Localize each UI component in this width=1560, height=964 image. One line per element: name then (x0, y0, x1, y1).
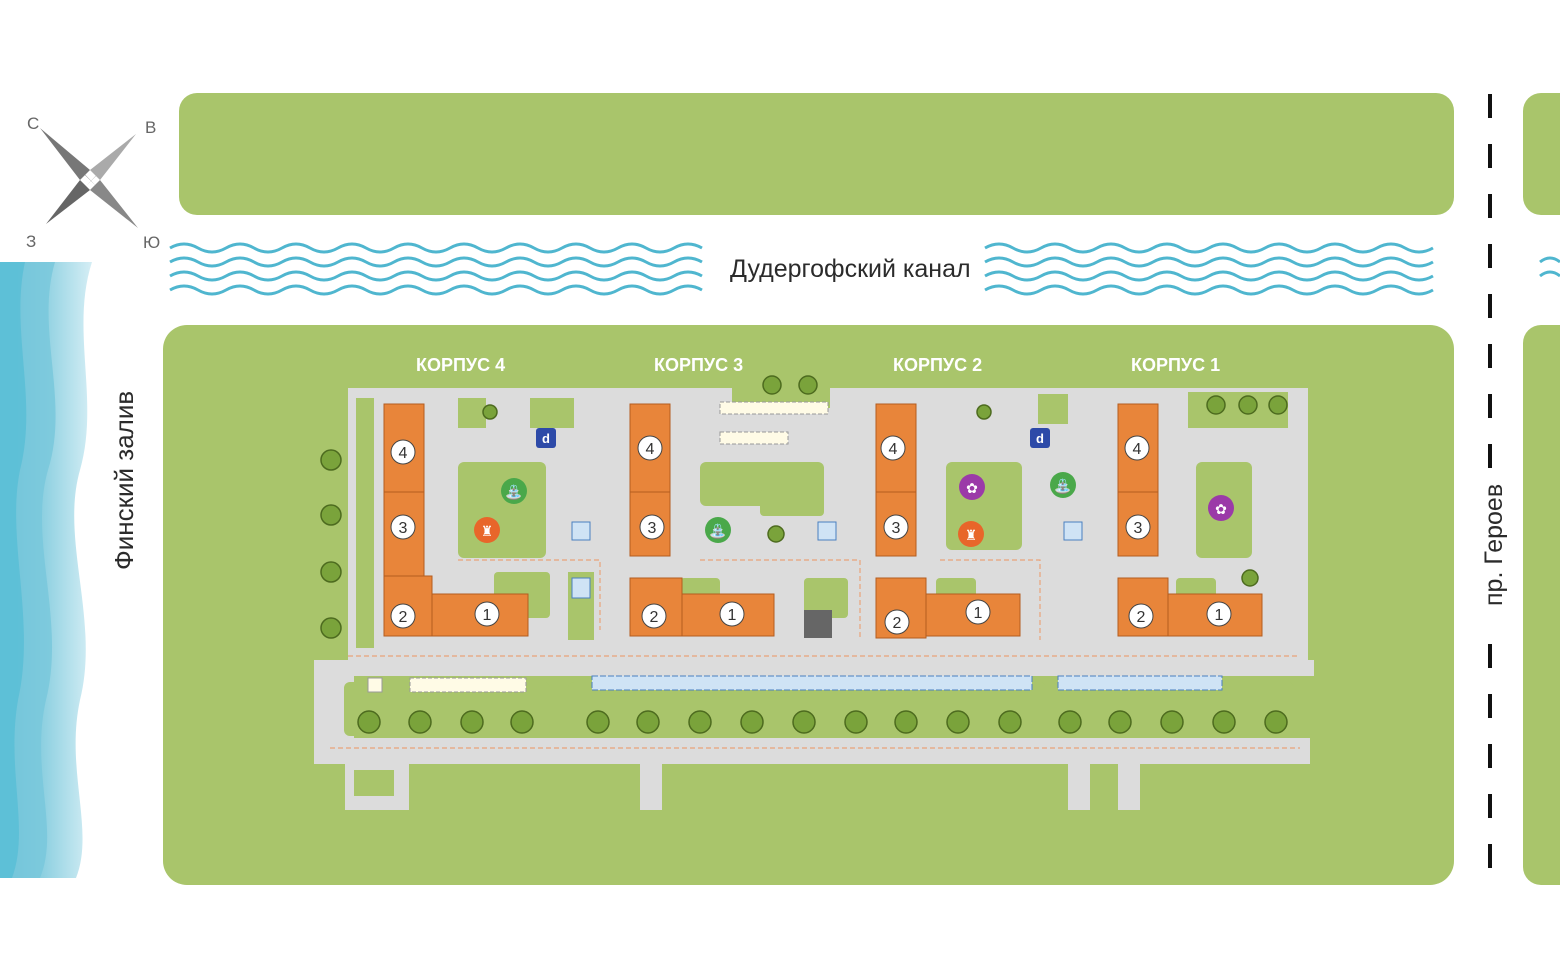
section-number: 1 (728, 607, 737, 624)
compass-west: З (26, 232, 36, 251)
north-grass-strip (179, 93, 1454, 215)
parking-sign-icon: d d (536, 428, 1050, 448)
korpus-2-sections: 4 3 2 1 (880, 435, 991, 635)
compass-north: С (27, 114, 39, 133)
building-korpus-2 (875, 403, 1021, 639)
section-number: 2 (650, 609, 659, 626)
korpus-4-title: КОРПУС 4 (416, 355, 505, 375)
svg-text:d: d (1036, 431, 1044, 446)
svg-text:♜: ♜ (965, 527, 978, 543)
gulf-water (0, 262, 92, 878)
svg-text:✿: ✿ (966, 480, 978, 496)
east-grass-strip (1523, 325, 1560, 885)
svg-text:d: d (542, 431, 550, 446)
playground-icon: ⛲ ♜ ⛲ ✿ ⛲ ♜ ✿ (474, 472, 1234, 547)
section-number: 4 (646, 441, 655, 458)
korpus-2-title: КОРПУС 2 (893, 355, 982, 375)
compass-east: В (145, 118, 156, 137)
korpus-1-sections: 4 3 2 1 (1124, 435, 1232, 629)
section-number: 3 (892, 520, 901, 537)
section-number: 4 (399, 445, 408, 462)
korpus-3-sections: 4 3 2 1 (637, 435, 745, 629)
walking-paths (330, 559, 1300, 749)
svg-text:✿: ✿ (1215, 501, 1227, 517)
trees (320, 375, 1288, 734)
section-markers: 4 3 2 1 4 3 2 1 4 3 2 1 4 3 2 1 (390, 435, 1232, 635)
section-number: 2 (1137, 609, 1146, 626)
compass-rose (40, 128, 138, 228)
section-number: 3 (399, 520, 408, 537)
section-number: 2 (399, 609, 408, 626)
section-number: 1 (1215, 607, 1224, 624)
svg-text:♜: ♜ (481, 523, 494, 539)
gulf-label: Финский залив (109, 391, 139, 570)
northeast-grass-strip (1523, 93, 1560, 215)
svg-text:⛲: ⛲ (1054, 478, 1071, 495)
svg-text:⛲: ⛲ (709, 523, 726, 540)
section-number: 3 (1134, 520, 1143, 537)
parking-stalls (367, 401, 1223, 693)
section-number: 2 (893, 615, 902, 632)
section-number: 3 (648, 520, 657, 537)
street-label: пр. Героев (1480, 484, 1508, 606)
canal-label: Дудергофский канал (730, 255, 971, 283)
section-number: 4 (889, 441, 898, 458)
section-number: 1 (483, 607, 492, 624)
korpus-4-sections: 4 3 2 1 (390, 439, 500, 629)
canal-waves (169, 242, 1560, 296)
korpus-1-title: КОРПУС 1 (1131, 355, 1220, 375)
korpus-3-title: КОРПУС 3 (654, 355, 743, 375)
compass-south: Ю (143, 233, 160, 252)
svg-text:⛲: ⛲ (505, 484, 522, 501)
section-number: 4 (1133, 441, 1142, 458)
section-number: 1 (974, 605, 983, 622)
